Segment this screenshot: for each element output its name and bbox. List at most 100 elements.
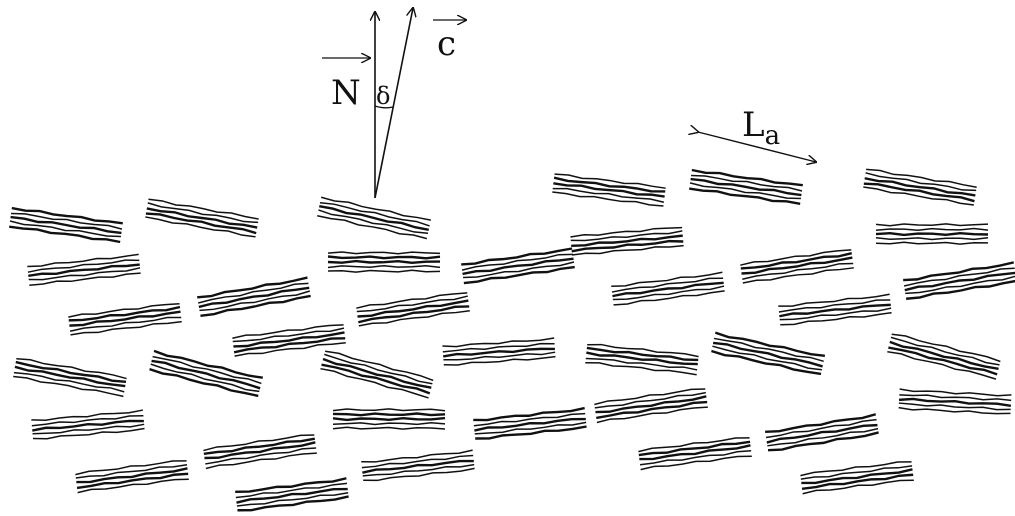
graphene-layer bbox=[442, 347, 555, 358]
graphene-layer bbox=[317, 215, 428, 240]
graphene-layer bbox=[863, 186, 974, 206]
graphene-layer bbox=[875, 236, 989, 241]
graphene-layer bbox=[327, 269, 441, 273]
crystallite-stack bbox=[197, 276, 311, 317]
graphene-layer bbox=[474, 421, 587, 435]
graphene-layer bbox=[318, 209, 429, 235]
graphene-layer bbox=[70, 320, 182, 336]
graphene-layer bbox=[463, 265, 575, 285]
graphene-layer bbox=[199, 290, 311, 312]
graphene-layer bbox=[151, 359, 261, 390]
crystallite-stack bbox=[594, 388, 708, 424]
graphene-layer bbox=[332, 412, 446, 417]
graphene-layer bbox=[68, 302, 180, 318]
crystallite-stack bbox=[689, 168, 803, 205]
graphene-layer bbox=[235, 477, 347, 493]
graphene-layer bbox=[200, 294, 311, 317]
graphene-layer bbox=[327, 259, 441, 265]
la-dimension-arrow bbox=[698, 132, 816, 162]
graphene-layer bbox=[357, 299, 469, 318]
crystallite-stack bbox=[317, 196, 431, 240]
graphene-layer bbox=[332, 408, 446, 412]
graphene-layer bbox=[474, 417, 586, 432]
graphene-layer bbox=[332, 426, 446, 430]
graphene-layer bbox=[594, 391, 706, 409]
graphene-layer bbox=[32, 423, 145, 435]
graphene-layer bbox=[321, 363, 431, 395]
crystallite-stack bbox=[320, 350, 434, 399]
graphene-layer bbox=[596, 400, 708, 420]
crystallite-stack bbox=[863, 168, 977, 206]
graphene-layer bbox=[332, 422, 446, 426]
crystallite-stack bbox=[68, 302, 182, 336]
graphene-layer bbox=[198, 286, 310, 309]
graphene-layer bbox=[611, 271, 723, 287]
crystallite-stack bbox=[887, 333, 1001, 380]
graphene-layer bbox=[740, 251, 853, 270]
crystallite-stack bbox=[13, 358, 127, 398]
graphene-layer bbox=[863, 182, 975, 203]
graphene-layer bbox=[442, 337, 555, 348]
graphene-layer bbox=[75, 460, 187, 476]
graphene-layer bbox=[742, 267, 854, 284]
graphene-layer bbox=[27, 259, 140, 273]
graphene-layer bbox=[712, 345, 822, 371]
graphene-layer bbox=[322, 357, 432, 389]
graphene-layer bbox=[898, 397, 1012, 408]
graphene-layer bbox=[358, 305, 470, 324]
crystallite-stack bbox=[356, 292, 470, 327]
graphene-layer bbox=[691, 168, 803, 187]
graphene-layer bbox=[146, 207, 258, 229]
graphene-layer bbox=[740, 249, 852, 266]
crystallite-stack bbox=[361, 449, 475, 482]
graphene-layer bbox=[31, 409, 144, 422]
graphene-layer bbox=[234, 342, 346, 357]
graphene-layer bbox=[767, 427, 879, 447]
crystallite-stack bbox=[570, 226, 684, 256]
crystallite-stack bbox=[898, 388, 1012, 415]
crystallite-stack bbox=[332, 408, 446, 430]
crystallite-stack bbox=[638, 437, 752, 471]
graphene-layer bbox=[10, 215, 122, 235]
crystallite-length-label: La bbox=[742, 105, 780, 151]
graphene-layer bbox=[713, 337, 824, 363]
graphene-layer bbox=[586, 351, 698, 366]
graphene-layer bbox=[362, 463, 475, 477]
graphene-layer bbox=[356, 292, 468, 309]
graphene-layer bbox=[571, 244, 684, 256]
graphene-layer bbox=[904, 271, 1015, 292]
graphene-layer bbox=[11, 212, 123, 230]
graphene-layer bbox=[205, 452, 317, 470]
graphene-layer bbox=[712, 341, 823, 368]
graphene-layer bbox=[552, 191, 664, 207]
graphene-layer bbox=[29, 272, 141, 286]
graphene-layer bbox=[638, 437, 750, 453]
graphene-layer bbox=[553, 176, 666, 193]
crystallite-stack bbox=[203, 434, 317, 470]
crystallite-stack bbox=[740, 249, 854, 284]
graphene-layer bbox=[145, 212, 257, 235]
normal-vector-label: N bbox=[331, 73, 361, 113]
graphene-layer bbox=[903, 267, 1015, 287]
graphene-layer bbox=[145, 216, 256, 238]
graphene-layer bbox=[69, 316, 182, 333]
graphene-layer bbox=[875, 227, 989, 232]
graphene-layer bbox=[69, 310, 181, 327]
graphene-layer bbox=[233, 337, 346, 354]
crystallite-stack bbox=[75, 460, 189, 494]
graphene-layer bbox=[324, 350, 434, 382]
graphene-layer bbox=[594, 388, 706, 406]
graphene-layer bbox=[585, 357, 698, 371]
graphene-layer bbox=[76, 472, 189, 490]
graphene-layer bbox=[903, 261, 1015, 282]
crystallite-stack bbox=[903, 261, 1015, 300]
crystallite-stack bbox=[327, 251, 441, 273]
graphene-layer bbox=[613, 290, 725, 306]
graphene-layer bbox=[766, 423, 878, 444]
graphene-layer bbox=[443, 351, 556, 361]
graphene-layer bbox=[875, 223, 989, 227]
graphene-layer bbox=[475, 425, 587, 440]
graphene-layer bbox=[473, 406, 585, 422]
graphene-layer bbox=[319, 201, 430, 227]
graphene-layer bbox=[320, 196, 431, 221]
